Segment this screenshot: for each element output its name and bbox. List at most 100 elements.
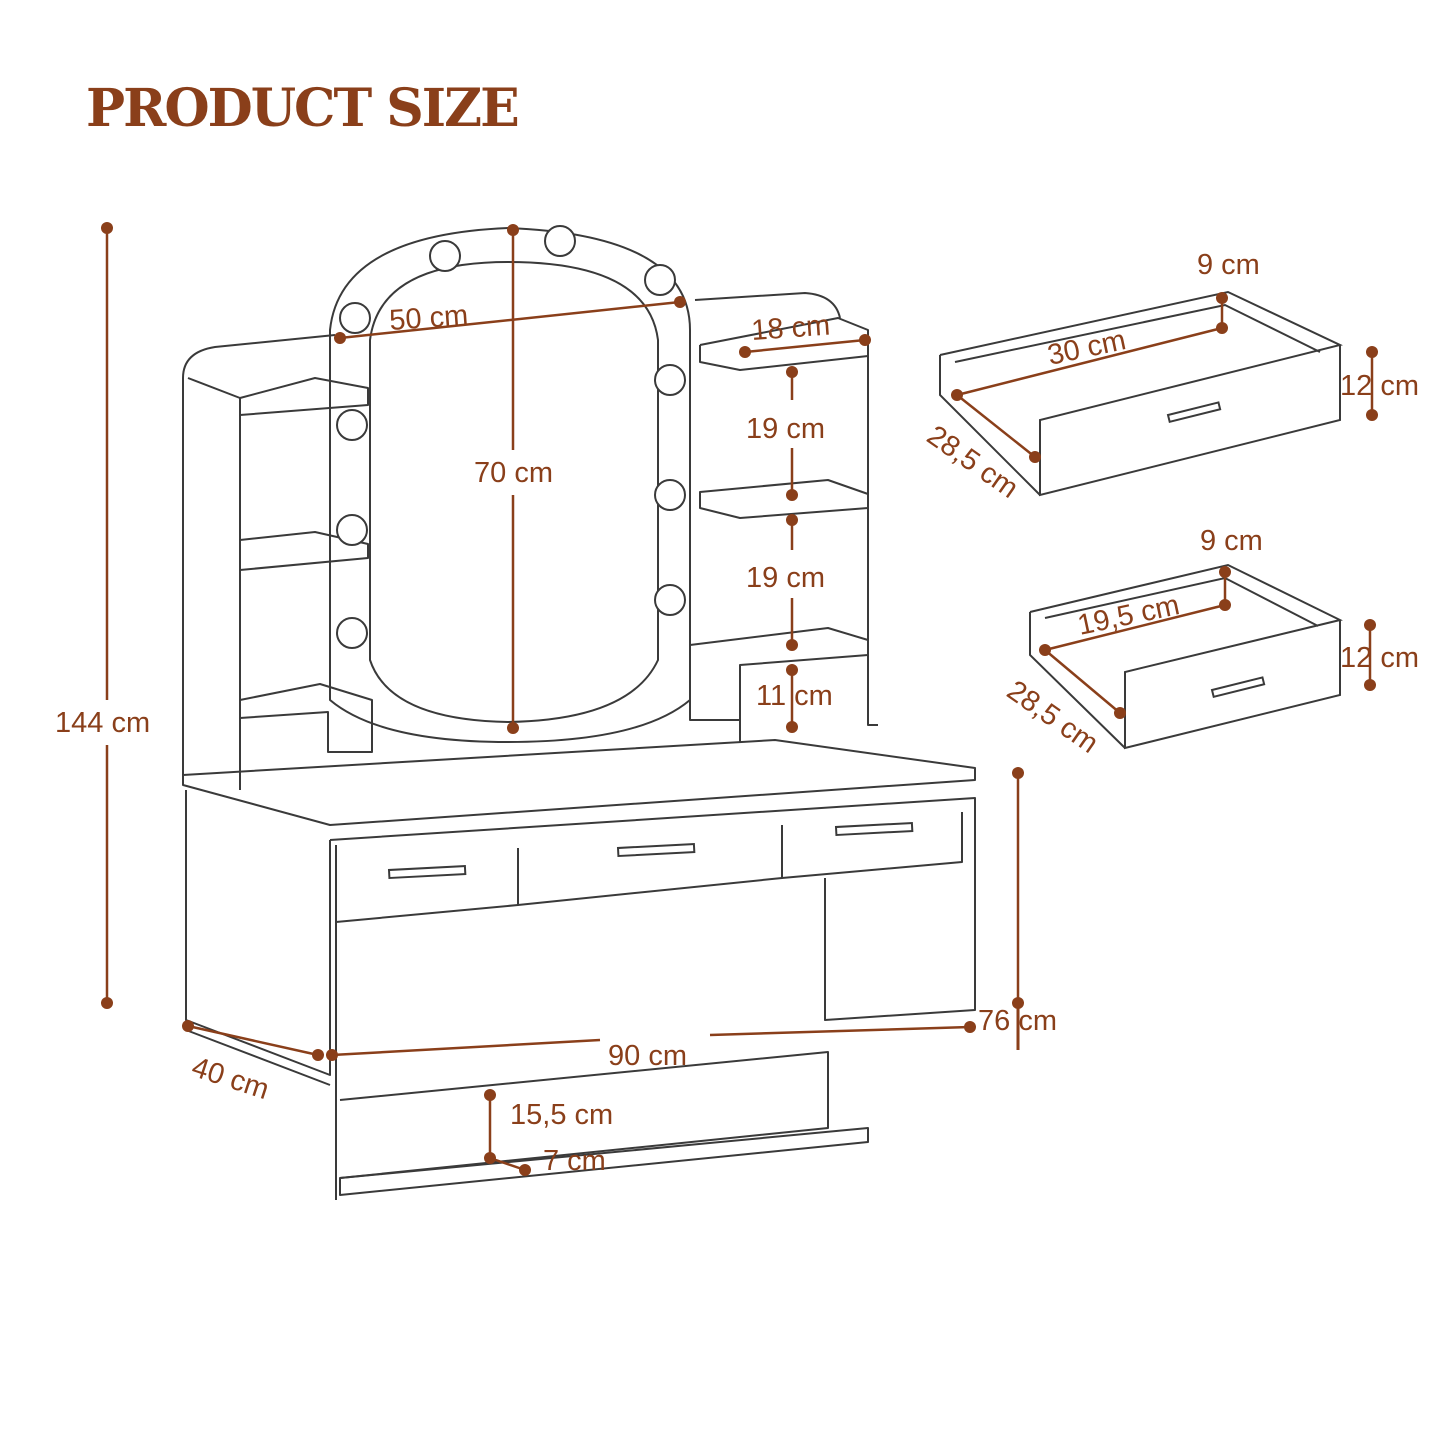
dim-drawer-large-width — [956, 326, 1223, 397]
left-tower-low-shelf — [239, 683, 373, 753]
endpoint — [786, 489, 798, 501]
label-mirror-width: 50 cm — [388, 300, 469, 337]
endpoint — [334, 332, 346, 344]
endpoint — [312, 1049, 324, 1061]
drawer-handles — [387, 821, 914, 880]
drawer-large-outline — [939, 290, 1343, 497]
drawer-small-box — [1029, 563, 1343, 750]
drawer-large-side — [939, 355, 1041, 496]
dimension-labels: 144 cm 50 cm 70 cm 18 cm 19 cm 19 cm 11 … — [55, 249, 1419, 1177]
right-tower-mid-shelf — [699, 479, 869, 519]
endpoint — [786, 514, 798, 526]
label-lower-shelf-height: 15,5 cm — [510, 1099, 613, 1131]
endpoint — [484, 1152, 496, 1164]
handle-left — [387, 864, 467, 880]
endpoint — [1219, 566, 1231, 578]
desk-left-panel — [185, 790, 331, 1076]
page-title: PRODUCT SIZE — [86, 78, 520, 139]
label-shelf-gap-lower: 19 cm — [746, 562, 825, 594]
label-shelf-gap-upper: 19 cm — [746, 413, 825, 445]
label-shelf-width: 18 cm — [750, 310, 831, 347]
endpoint — [739, 346, 751, 358]
right-tower-side — [699, 317, 878, 726]
label-drawer-large-inner-height: 9 cm — [1197, 249, 1260, 281]
left-tower-top-shelf — [239, 377, 369, 416]
drawer-large-inner — [954, 303, 1321, 363]
dim-width-b — [709, 1025, 971, 1037]
bulb — [544, 225, 576, 257]
endpoint — [786, 664, 798, 676]
endpoint — [1366, 346, 1378, 358]
endpoint — [519, 1164, 531, 1176]
endpoint — [964, 1021, 976, 1033]
vanity-outline — [182, 227, 976, 1200]
endpoint — [786, 366, 798, 378]
label-depth: 40 cm — [188, 1051, 273, 1106]
endpoint — [786, 721, 798, 733]
bulb — [336, 617, 368, 649]
dim-drawer-small-depth — [1044, 649, 1121, 714]
endpoint — [1029, 451, 1041, 463]
endpoint — [507, 722, 519, 734]
handle-center — [616, 842, 696, 858]
endpoint — [1216, 292, 1228, 304]
label-total-height: 144 cm — [55, 707, 150, 739]
endpoint — [1114, 707, 1126, 719]
dim-lower-shelf-depth — [489, 1156, 526, 1172]
dim-depth — [187, 1024, 319, 1057]
right-tower-low-shelf — [689, 627, 869, 743]
label-desk-height: 76 cm — [978, 1005, 1057, 1037]
bulb — [336, 409, 368, 441]
endpoint — [1216, 322, 1228, 334]
bulb — [339, 302, 371, 334]
dim-width-a — [331, 1038, 601, 1057]
endpoint — [786, 639, 798, 651]
bulb — [336, 514, 368, 546]
label-lower-shelf-depth: 7 cm — [543, 1145, 606, 1177]
drawer-small-side — [1029, 612, 1126, 749]
label-drawer-small-height: 12 cm — [1340, 642, 1419, 674]
tabletop — [182, 739, 976, 826]
endpoint — [507, 224, 519, 236]
lower-shelf-back — [339, 1051, 829, 1179]
drawer-small-handle — [1210, 676, 1266, 699]
endpoint — [1364, 679, 1376, 691]
mirror-frame — [329, 227, 691, 743]
drawer-large-box — [939, 290, 1343, 497]
label-mirror-height: 70 cm — [474, 457, 553, 489]
endpoint — [1219, 599, 1231, 611]
endpoint — [951, 389, 963, 401]
endpoint — [859, 334, 871, 346]
label-shelf-bottom-gap: 11 cm — [756, 680, 833, 712]
endpoint — [326, 1049, 338, 1061]
endpoint — [484, 1089, 496, 1101]
label-drawer-small-inner-height: 9 cm — [1200, 525, 1263, 557]
endpoint — [1366, 409, 1378, 421]
endpoint — [182, 1020, 194, 1032]
drawer-large-handle — [1166, 401, 1222, 424]
dim-drawer-large-depth — [956, 394, 1036, 458]
drawer-front-right — [781, 812, 963, 879]
handle-right — [834, 821, 914, 837]
dimension-endpoints — [101, 222, 1378, 1176]
endpoint — [1012, 997, 1024, 1009]
endpoint — [674, 296, 686, 308]
lower-shelf — [339, 1127, 869, 1196]
endpoint — [101, 997, 113, 1009]
left-tower-side — [187, 377, 241, 790]
bulb — [429, 240, 461, 272]
bulb — [654, 364, 686, 396]
endpoint — [1364, 619, 1376, 631]
left-tower-mid-shelf — [239, 531, 369, 571]
label-drawer-large-height: 12 cm — [1340, 370, 1419, 402]
desk-front — [329, 797, 976, 1021]
hutch-back-left — [182, 334, 336, 775]
drawer-front-center — [517, 825, 783, 906]
hutch-back-right — [694, 292, 841, 319]
dim-mirror-width — [339, 300, 681, 340]
mirror-glass — [369, 261, 659, 723]
label-width: 90 cm — [608, 1040, 687, 1072]
bulb — [644, 264, 676, 296]
